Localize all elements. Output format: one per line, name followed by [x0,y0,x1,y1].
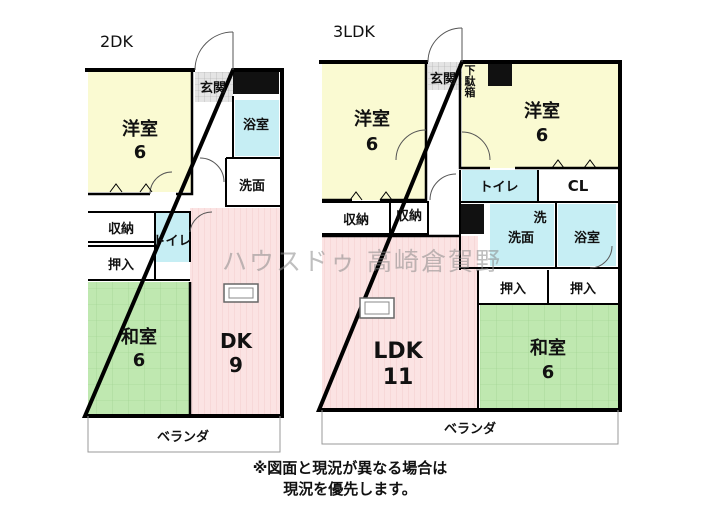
entrance-label: 玄関 [430,71,456,87]
door-arc [461,131,491,161]
disclaimer-line-2: 現況を優先します。 [283,480,417,498]
disclaimer-note: ※図面と現況が異なる場合は 現況を優先します。 [140,458,560,500]
western-room-right-name: 洋室 [524,100,560,122]
plan-3ldk: 3LDK 洋室 6 [316,22,622,445]
inner-wall [154,211,191,280]
ldk-area [322,236,478,408]
agency-watermark: ハウスドゥ 高崎倉賀野 [222,247,502,276]
inner-wall [88,211,190,281]
japanese-room-area [88,282,190,414]
inner-wall [225,96,282,207]
window-mark [349,159,597,201]
closet-label-1: 押入 [500,281,526,297]
storage-label: 収納 [108,221,134,237]
balcony-outline [87,416,281,453]
ldk-name: LDK [373,339,423,364]
plan-type-label: 2DK [100,32,134,51]
japanese-room-name: 和室 [121,326,157,348]
inner-wall [458,64,618,170]
bath-area [235,100,279,156]
inner-wall [477,270,618,410]
door-arc [199,157,225,183]
shoe-box-label-line: 箱 [465,85,476,99]
shoe-box-label: 下駄箱 [465,64,477,99]
western-room-right-size: 6 [536,125,549,146]
inner-wall [459,170,618,270]
door-arc [589,245,613,269]
inner-wall [322,201,429,235]
japanese-room-area [480,304,618,408]
toilet-area [462,170,538,202]
western-room-left-area [322,64,426,200]
window-mark [109,183,153,193]
balcony-label: ベランダ [444,421,496,437]
inner-wall [322,64,428,202]
japanese-room-name: 和室 [530,337,566,359]
entrance-label: 玄関 [200,80,226,96]
door-arc [427,27,463,63]
ldk-size: 11 [383,365,414,390]
disclaimer-line-1: ※図面と現況が異なる場合は [252,459,448,477]
bath-label: 浴室 [243,117,269,133]
kitchen-sink [359,297,395,319]
washroom-label: 洗面 [508,230,534,246]
plan-2dk: 2DK 洋室 6 玄関 浴室 洗面 収納 [81,31,284,453]
balcony-outline [321,410,619,445]
toilet-label: トイレ [152,234,191,249]
door-arc [429,173,457,201]
shoe-box-block [233,72,279,94]
inner-wall [88,72,194,196]
western-room-size: 6 [134,142,147,163]
kitchen-basin [364,301,390,315]
washroom-label: 洗面 [239,178,265,194]
cl-label: CL [568,177,589,195]
shoe-box-label-line: 駄 [465,74,477,88]
washer-label: 洗 [533,210,546,226]
closet-label-2: 押入 [570,281,596,297]
door-arc [149,171,173,195]
outer-walls [316,60,622,412]
plan-type-label: 3LDK [333,22,375,41]
outer-walls [81,68,284,418]
kitchen-basin [228,287,254,299]
shoe-box-label-line: 下 [465,64,476,77]
toilet-label: トイレ [479,180,518,195]
washer-block [460,204,484,234]
japanese-room-size: 6 [542,362,555,383]
storage-label-1: 収納 [343,212,369,228]
closet-label: 押入 [108,257,134,273]
western-room-left-name: 洋室 [354,108,390,130]
door-arc [194,31,234,71]
japanese-room-size: 6 [133,350,146,371]
bath-label: 浴室 [574,230,600,246]
balcony-label: ベランダ [157,429,209,445]
western-room-area [88,72,192,192]
dk-size: 9 [229,353,243,377]
storage-label-2: 収納 [396,208,422,224]
western-room-left-size: 6 [366,134,379,155]
bath-area [558,204,616,266]
shoe-box-block [488,62,512,86]
dk-name: DK [220,329,254,353]
dk-area [190,208,282,414]
washroom-area [490,204,554,266]
door-arc [189,211,213,233]
western-room-name: 洋室 [122,118,158,140]
door-arc [395,129,427,161]
